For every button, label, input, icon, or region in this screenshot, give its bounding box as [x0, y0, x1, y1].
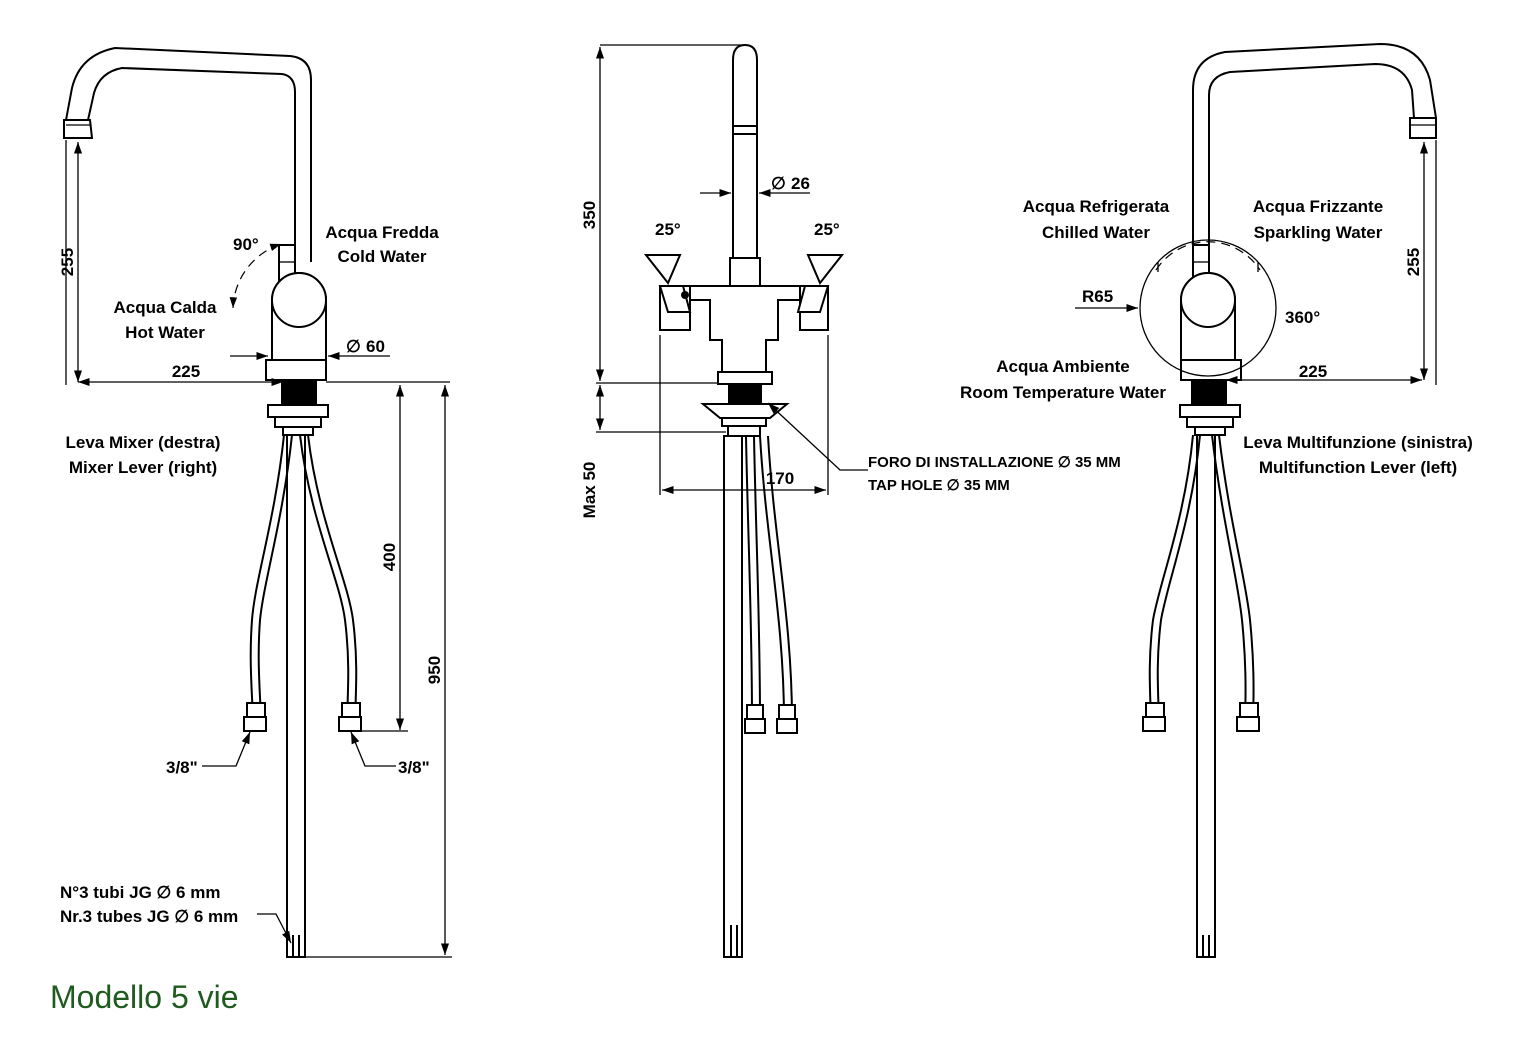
dim-hose-400: 400: [380, 543, 399, 571]
angle-360-label: 360°: [1285, 308, 1320, 327]
left-view: Acqua Fredda Cold Water Acqua Calda Hot …: [58, 46, 452, 958]
dim-reach-225-left: 225: [172, 362, 200, 381]
rotation-arc-90: [229, 243, 282, 309]
dim-reach-225-right: 225: [1299, 362, 1327, 381]
dim-height-350: 350: [580, 201, 599, 229]
cold-water-label-it: Acqua Fredda: [325, 223, 439, 242]
right-hoses: [1142, 434, 1260, 958]
mixer-lever-label-en: Mixer Lever (right): [69, 458, 217, 477]
mixer-lever-label-it: Leva Mixer (destra): [66, 433, 221, 452]
dim-spout-26: 26: [791, 174, 810, 193]
tap-hole-label-it: FORO DI INSTALLAZIONE ∅ 35 MM: [868, 454, 1121, 471]
dim-height-255-right: 255: [1404, 248, 1423, 276]
multifunction-lever-label-en: Multifunction Lever (left): [1259, 458, 1457, 477]
sparkling-water-label-it: Acqua Frizzante: [1253, 197, 1383, 216]
thread-left-label: 3/8": [166, 758, 198, 777]
tubes-label-it: N°3 tubi JG ∅ 6 mm: [60, 883, 220, 902]
hot-water-label-it: Acqua Calda: [114, 298, 218, 317]
dim-base-60: 60: [366, 337, 385, 356]
tubes-label-en: Nr.3 tubes JG ∅ 6 mm: [60, 907, 238, 926]
rotation-circle-r65: [1139, 239, 1277, 377]
multifunction-lever-label-it: Leva Multifunzione (sinistra): [1243, 433, 1473, 452]
front-view: 350 ∅ 26 25° 25° 170 Max 50 FORO DI INST…: [580, 43, 1121, 958]
chilled-water-label-en: Chilled Water: [1042, 223, 1150, 242]
dim-width-170: 170: [766, 469, 794, 488]
tap-hole-label-en: TAP HOLE ∅ 35 MM: [868, 477, 1010, 494]
right-view: Acqua Refrigerata Chilled Water Acqua Fr…: [960, 42, 1473, 958]
angle-left-25: 25°: [655, 220, 681, 239]
left-hoses: [243, 434, 362, 958]
thread-right-label: 3/8": [398, 758, 430, 777]
dim-total-950: 950: [425, 656, 444, 684]
dim-diameter-symbol-60: ∅: [346, 337, 361, 356]
front-faucet-body: [643, 43, 845, 437]
model-title: Modello 5 vie: [50, 979, 239, 1015]
right-faucet-body: [1179, 42, 1437, 436]
hot-water-label-en: Hot Water: [125, 323, 205, 342]
ambient-water-label-en: Room Temperature Water: [960, 383, 1166, 402]
dim-max-50: Max 50: [580, 462, 599, 519]
ambient-water-label-it: Acqua Ambiente: [996, 357, 1130, 376]
sparkling-water-label-en: Sparkling Water: [1254, 223, 1383, 242]
chilled-water-label-it: Acqua Refrigerata: [1023, 197, 1170, 216]
angle-right-25: 25°: [814, 220, 840, 239]
dim-height-255-left: 255: [58, 248, 77, 276]
front-hoses: [723, 435, 798, 958]
angle-90-label: 90°: [233, 235, 259, 254]
dim-diameter-symbol-26: ∅: [771, 174, 786, 193]
cold-water-label-en: Cold Water: [337, 247, 426, 266]
radius-r65-label: R65: [1082, 287, 1113, 306]
